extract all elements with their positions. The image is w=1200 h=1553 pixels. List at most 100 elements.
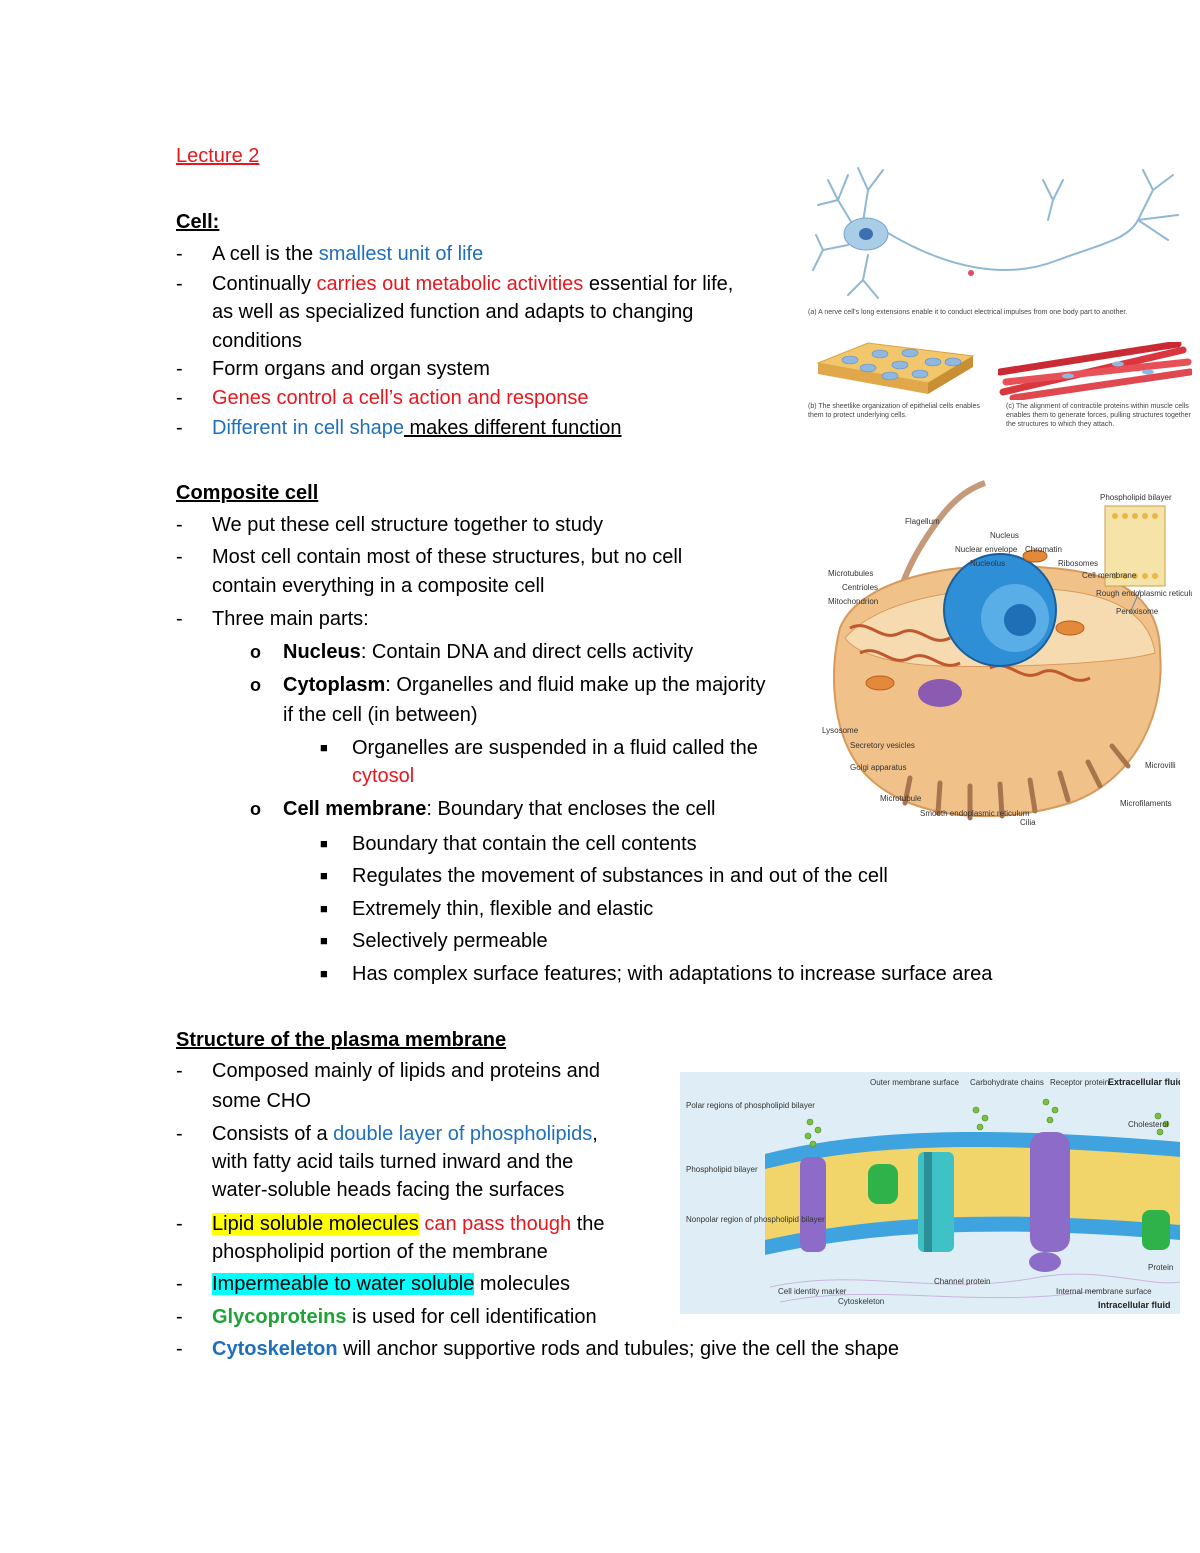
cell-bullet-2-line-2: as well as specialized function and adap…	[212, 301, 694, 323]
bullet-dash: -	[176, 608, 183, 630]
composite-bullet-3: Three main parts:	[212, 608, 369, 630]
text-run: is used for cell identification	[346, 1306, 597, 1328]
receptor-protein-shape	[1030, 1132, 1070, 1252]
label-nucleus: Nucleus	[990, 531, 1019, 540]
microvilli-shapes	[902, 743, 1131, 821]
caption-epithelial-cells: (b) The sheetlike organization of epithe…	[808, 403, 980, 419]
nucleus-item: Nucleus: Contain DNA and direct cells ac…	[283, 638, 693, 666]
bullet-dash: -	[176, 358, 183, 380]
membrane-point: Selectively permeable	[352, 930, 548, 952]
bullet-dash: -	[176, 1273, 183, 1295]
label-mitochondrion: Mitochondrion	[828, 597, 878, 606]
label-chromatin: Chromatin	[1025, 545, 1062, 554]
membrane-point: Regulates the movement of substances in …	[352, 865, 888, 887]
cell-bullet-5: Different in cell shape makes different …	[212, 414, 622, 442]
carbohydrate-chains-shape	[804, 1098, 1170, 1148]
cytoplasm-item-line-2: if the cell (in between)	[283, 704, 478, 726]
underlined-text: makes different function	[403, 417, 622, 439]
bullet-circle: o	[250, 799, 261, 819]
composite-bullet-1: We put these cell structure together to …	[212, 514, 603, 536]
label-flagellum: Flagellum	[905, 517, 940, 526]
bullet-dash: -	[176, 387, 183, 409]
plasma-bullet-3-line-2: phospholipid portion of the membrane	[212, 1241, 548, 1263]
red-text: carries out metabolic activities	[316, 273, 584, 295]
epithelial-cells-illustration	[816, 342, 975, 394]
bullet-square: ■	[320, 966, 328, 981]
plasma-bullet-1: Composed mainly of lipids and proteins a…	[212, 1060, 600, 1082]
cell-bullet-4: Genes control a cell’s action and respon…	[212, 387, 589, 409]
bullet-dash: -	[176, 1123, 183, 1145]
bullet-dash: -	[176, 1060, 183, 1082]
label-receptor-protein: Receptor protein	[1050, 1078, 1109, 1087]
bullet-dash: -	[176, 1306, 183, 1328]
label-centrioles: Centrioles	[842, 583, 878, 592]
composite-bullet-2-line-2: contain everything in a composite cell	[212, 575, 545, 597]
label-nuclear-envelope: Nuclear envelope	[955, 545, 1018, 554]
mitochondria-shapes	[865, 549, 1085, 691]
plasma-bullet-2: Consists of a double layer of phospholip…	[212, 1120, 598, 1148]
label-peroxisome: Peroxisome	[1116, 607, 1159, 616]
peripheral-protein	[868, 1164, 898, 1204]
figure-plasma-membrane: Outer membrane surface Carbohydrate chai…	[680, 1072, 1180, 1314]
figure-composite-cell: Flagellum Nucleus Nuclear envelope Nucle…	[820, 478, 1192, 834]
text-run: Consists of a	[212, 1123, 334, 1145]
text-run: Continually	[212, 273, 317, 295]
section-heading-cell: Cell:	[176, 211, 220, 233]
term: Cell membrane	[283, 798, 427, 820]
section-heading-composite: Composite cell	[176, 482, 319, 504]
cell-bullet-2-line-3: conditions	[212, 330, 303, 352]
golgi-shape	[918, 679, 962, 707]
composite-cell-illustration: Flagellum Nucleus Nuclear envelope Nucle…	[822, 480, 1192, 827]
text-run: A cell is the	[212, 243, 319, 265]
label-microtubule: Microtubule	[880, 794, 922, 803]
figure-cell-shapes: (a) A nerve cell's long extensions enabl…	[808, 160, 1192, 445]
bullet-dash: -	[176, 1213, 183, 1235]
membrane-point: Extremely thin, flexible and elastic	[352, 898, 654, 920]
bullet-dash: -	[176, 546, 183, 568]
cell-bullet-2: Continually carries out metabolic activi…	[212, 270, 733, 298]
red-text: can pass though	[424, 1213, 572, 1235]
bilayer-outer-heads	[765, 1131, 1180, 1169]
protein-shape	[1142, 1210, 1170, 1250]
label-rough-er: Rough endoplasmic reticulum	[1096, 589, 1192, 598]
bullet-circle: o	[250, 642, 261, 662]
label-carbohydrate-chains: Carbohydrate chains	[970, 1078, 1044, 1087]
membrane-point: Boundary that contain the cell contents	[352, 833, 697, 855]
composite-bullet-2: Most cell contain most of these structur…	[212, 546, 683, 568]
label-smooth-er: Smooth endoplasmic reticulum	[920, 809, 1030, 818]
bullet-square: ■	[320, 740, 328, 755]
blue-text: smallest unit of life	[318, 243, 484, 265]
cell-membrane-item: Cell membrane: Boundary that encloses th…	[283, 795, 715, 823]
bullet-dash: -	[176, 417, 183, 439]
bullet-dash: -	[176, 514, 183, 536]
label-cholesterol: Cholesterol	[1128, 1120, 1169, 1129]
blue-text: double layer of phospholipids	[333, 1123, 593, 1145]
muscle-cells-illustration	[998, 342, 1192, 400]
bullet-dash: -	[176, 243, 183, 265]
label-cilia: Cilia	[1020, 818, 1036, 827]
nerve-cell-illustration	[812, 167, 1179, 299]
green-term: Glycoproteins	[212, 1306, 347, 1328]
bilayer-inner-heads	[765, 1216, 1180, 1255]
label-channel-protein: Channel protein	[934, 1277, 990, 1286]
plasma-membrane-illustration: Outer membrane surface Carbohydrate chai…	[686, 1077, 1180, 1310]
plasma-bullet-4: Impermeable to water soluble molecules	[212, 1270, 570, 1298]
bullet-dash: -	[176, 1338, 183, 1360]
label-cytoskeleton: Cytoskeleton	[838, 1297, 884, 1306]
membrane-point: Has complex surface features; with adapt…	[352, 963, 993, 985]
highlighted-text: Lipid soluble molecules	[212, 1213, 419, 1235]
label-nonpolar-region: Nonpolar region of phospholipid bilayer	[686, 1215, 825, 1224]
term: Nucleus	[283, 641, 361, 663]
label-intracellular: Intracellular fluid	[1098, 1300, 1171, 1310]
text-run: : Boundary that encloses the cell	[426, 798, 716, 820]
cell-identity-protein	[800, 1157, 826, 1252]
label-extracellular: Extracellular fluid	[1108, 1077, 1180, 1087]
bullet-circle: o	[250, 675, 261, 695]
label-microvilli: Microvilli	[1145, 761, 1176, 770]
blue-text: Different in cell shape	[212, 417, 404, 439]
text-run: : Contain DNA and direct cells activity	[360, 641, 694, 663]
label-microtubules: Microtubules	[828, 569, 873, 578]
blue-term: Cytoskeleton	[212, 1338, 338, 1360]
label-golgi: Golgi apparatus	[850, 763, 906, 772]
caption-nerve-cell: (a) A nerve cell's long extensions enabl…	[808, 309, 1128, 316]
